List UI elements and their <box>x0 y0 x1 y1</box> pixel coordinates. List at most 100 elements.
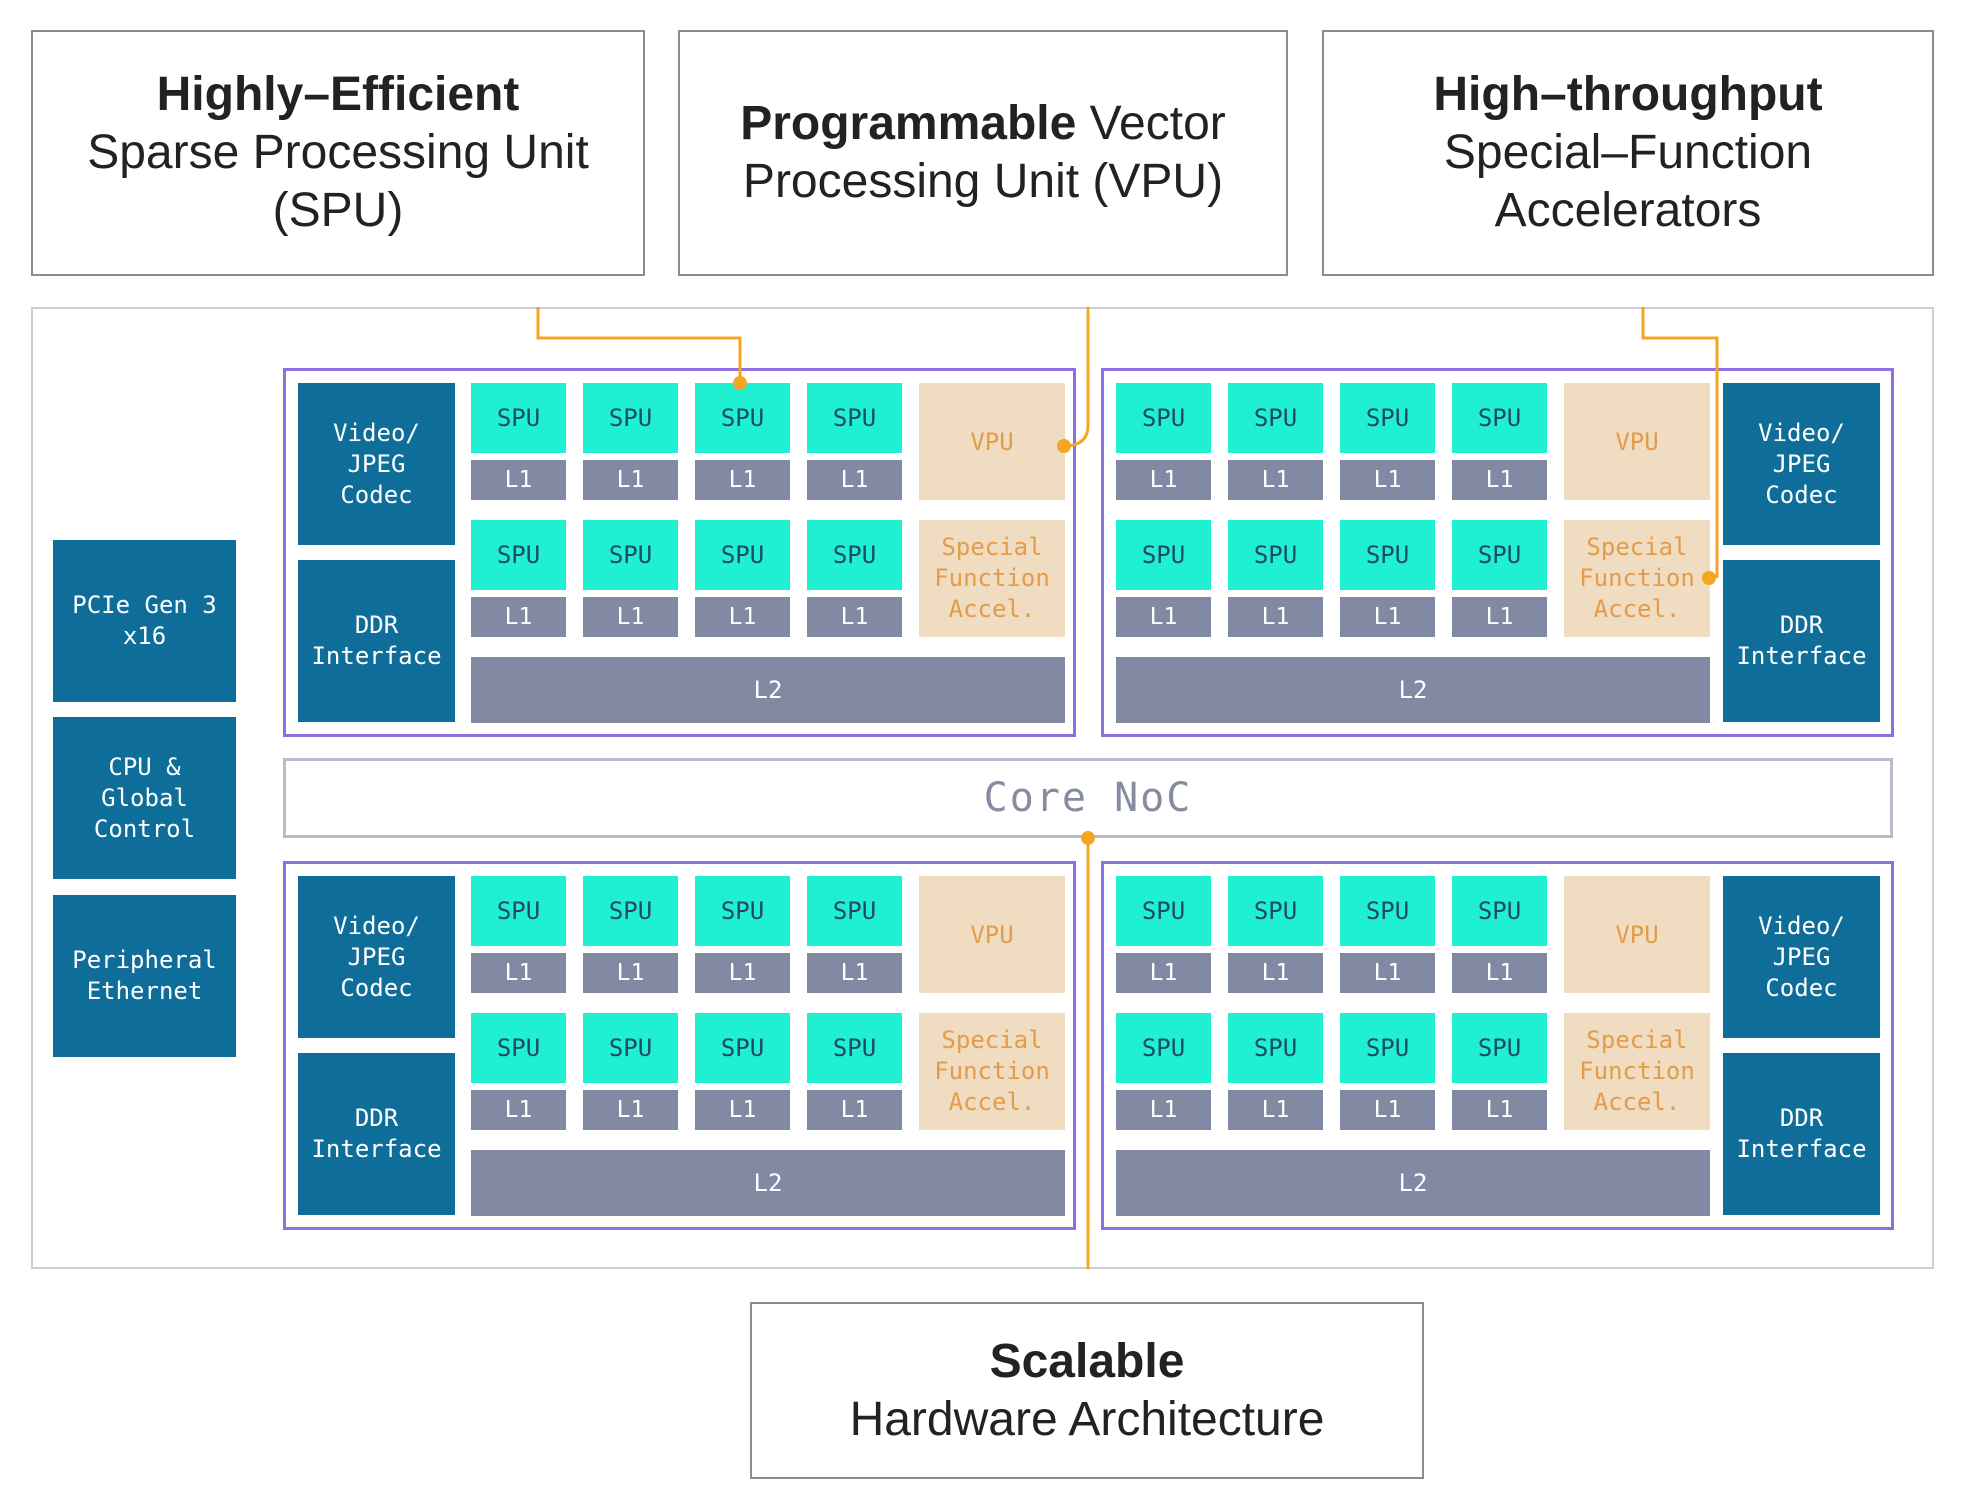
spu-core: SPU <box>583 1013 678 1083</box>
scalable-callout-text: Hardware Architecture <box>849 1392 1325 1446</box>
spu-core: SPU <box>471 876 566 946</box>
l1-cache: L1 <box>471 597 566 637</box>
l1-cache: L1 <box>471 460 566 500</box>
spu-core: SPU <box>1452 520 1547 590</box>
l2-cache: L2 <box>1116 657 1710 723</box>
spu-core: SPU <box>471 520 566 590</box>
vpu-block: VPU <box>1564 876 1710 993</box>
l1-cache: L1 <box>583 953 678 993</box>
l1-cache: L1 <box>695 460 790 500</box>
spu-core: SPU <box>695 520 790 590</box>
l1-cache: L1 <box>1228 460 1323 500</box>
special-function-accel: Special Function Accel. <box>919 1013 1065 1130</box>
l1-cache: L1 <box>1228 597 1323 637</box>
spu-core: SPU <box>1228 383 1323 453</box>
video-jpeg-codec: Video/ JPEG Codec <box>1723 876 1880 1038</box>
video-jpeg-codec: Video/ JPEG Codec <box>1723 383 1880 545</box>
ddr-interface: DDR Interface <box>298 560 455 722</box>
spu-core: SPU <box>583 876 678 946</box>
spu-core: SPU <box>583 520 678 590</box>
l1-cache: L1 <box>1452 460 1547 500</box>
l1-cache: L1 <box>807 460 902 500</box>
l1-cache: L1 <box>1340 597 1435 637</box>
l1-cache: L1 <box>1340 1090 1435 1130</box>
spu-core: SPU <box>1116 383 1211 453</box>
l1-cache: L1 <box>695 1090 790 1130</box>
cpu-global-control-block: CPU & Global Control <box>53 717 236 879</box>
l1-cache: L1 <box>1228 1090 1323 1130</box>
l2-cache: L2 <box>471 1150 1065 1216</box>
vpu-callout-title: Programmable <box>740 97 1077 150</box>
spu-core: SPU <box>695 876 790 946</box>
l1-cache: L1 <box>807 597 902 637</box>
l1-cache: L1 <box>807 953 902 993</box>
l1-cache: L1 <box>1228 953 1323 993</box>
spu-core: SPU <box>1452 383 1547 453</box>
l1-cache: L1 <box>1452 953 1547 993</box>
vpu-block: VPU <box>1564 383 1710 500</box>
peripheral-ethernet-block: Peripheral Ethernet <box>53 895 236 1057</box>
l2-cache: L2 <box>471 657 1065 723</box>
spu-core: SPU <box>1340 876 1435 946</box>
spu-callout-title: Highly–Efficient <box>156 68 520 121</box>
vpu-callout: Programmable Vector Processing Unit (VPU… <box>678 30 1288 276</box>
l1-cache: L1 <box>807 1090 902 1130</box>
l1-cache: L1 <box>1116 460 1211 500</box>
l1-cache: L1 <box>1340 953 1435 993</box>
l1-cache: L1 <box>1116 1090 1211 1130</box>
l1-cache: L1 <box>583 1090 678 1130</box>
spu-core: SPU <box>1228 520 1323 590</box>
video-jpeg-codec: Video/ JPEG Codec <box>298 383 455 545</box>
spu-callout: Highly–Efficient Sparse Processing Unit … <box>31 30 645 276</box>
l1-cache: L1 <box>471 1090 566 1130</box>
l1-cache: L1 <box>471 953 566 993</box>
spu-core: SPU <box>1116 520 1211 590</box>
spu-core: SPU <box>1116 876 1211 946</box>
l1-cache: L1 <box>1452 597 1547 637</box>
spu-core: SPU <box>807 876 902 946</box>
l1-cache: L1 <box>1116 597 1211 637</box>
sfa-callout-title: High–throughput <box>1433 68 1823 121</box>
spu-core: SPU <box>471 1013 566 1083</box>
special-function-accel: Special Function Accel. <box>1564 520 1710 637</box>
core-noc: Core NoC <box>283 758 1893 838</box>
spu-core: SPU <box>695 383 790 453</box>
scalable-callout-title: Scalable <box>989 1334 1185 1388</box>
l1-cache: L1 <box>1452 1090 1547 1130</box>
pcie-block: PCIe Gen 3 x16 <box>53 540 236 702</box>
ddr-interface: DDR Interface <box>1723 1053 1880 1215</box>
spu-core: SPU <box>1452 1013 1547 1083</box>
scalable-callout: Scalable Hardware Architecture <box>750 1302 1424 1479</box>
vpu-block: VPU <box>919 383 1065 500</box>
spu-core: SPU <box>1452 876 1547 946</box>
spu-core: SPU <box>471 383 566 453</box>
l2-cache: L2 <box>1116 1150 1710 1216</box>
spu-core: SPU <box>1340 520 1435 590</box>
vpu-block: VPU <box>919 876 1065 993</box>
ddr-interface: DDR Interface <box>298 1053 455 1215</box>
l1-cache: L1 <box>583 460 678 500</box>
ddr-interface: DDR Interface <box>1723 560 1880 722</box>
sfa-callout-text: Special–Function Accelerators <box>1443 126 1813 237</box>
spu-callout-text: Sparse Processing Unit (SPU) <box>87 126 589 237</box>
spu-core: SPU <box>583 383 678 453</box>
spu-core: SPU <box>1340 1013 1435 1083</box>
video-jpeg-codec: Video/ JPEG Codec <box>298 876 455 1038</box>
special-function-accel: Special Function Accel. <box>1564 1013 1710 1130</box>
special-function-accel: Special Function Accel. <box>919 520 1065 637</box>
spu-core: SPU <box>807 1013 902 1083</box>
vpu-callout-text: Vector Processing Unit (VPU) <box>742 97 1226 208</box>
l1-cache: L1 <box>695 953 790 993</box>
spu-core: SPU <box>695 1013 790 1083</box>
spu-core: SPU <box>807 383 902 453</box>
spu-core: SPU <box>1228 876 1323 946</box>
l1-cache: L1 <box>695 597 790 637</box>
l1-cache: L1 <box>583 597 678 637</box>
spu-core: SPU <box>807 520 902 590</box>
l1-cache: L1 <box>1340 460 1435 500</box>
sfa-callout: High–throughput Special–Function Acceler… <box>1322 30 1934 276</box>
spu-core: SPU <box>1340 383 1435 453</box>
spu-core: SPU <box>1228 1013 1323 1083</box>
spu-core: SPU <box>1116 1013 1211 1083</box>
l1-cache: L1 <box>1116 953 1211 993</box>
